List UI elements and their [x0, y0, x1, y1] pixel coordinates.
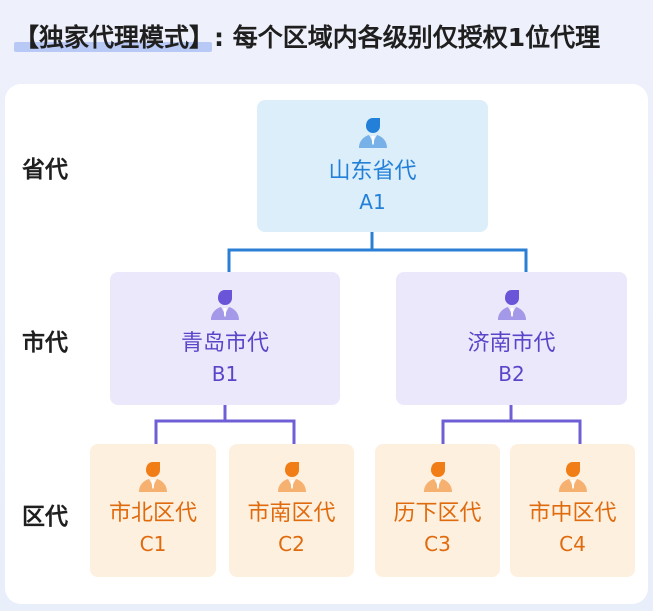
person-icon [558, 462, 587, 492]
node-c4-name: 市中区代 [528, 501, 617, 526]
level-label-province: 省代 [22, 157, 68, 183]
node-c4: 市中区代 C4 [510, 444, 635, 577]
node-c4-code: C4 [559, 532, 586, 556]
person-icon [423, 462, 452, 492]
node-a1: 山东省代 A1 [257, 100, 488, 232]
title-highlight-text: 【独家代理模式】 [14, 23, 215, 52]
node-b2-code: B2 [498, 362, 525, 386]
node-c2-code: C2 [278, 532, 305, 556]
node-c1: 市北区代 C1 [90, 444, 216, 577]
node-b2-name: 济南市代 [467, 331, 556, 356]
connector-a1-b [227, 232, 528, 272]
person-icon [211, 290, 239, 320]
node-a1-code: A1 [359, 190, 386, 214]
node-a1-name: 山东省代 [328, 159, 417, 184]
title-rest-text: : 每个区域内各级别仅授权1位代理 [214, 23, 601, 52]
person-icon [497, 290, 526, 320]
node-c2-name: 市南区代 [247, 501, 336, 526]
node-b2: 济南市代 B2 [396, 272, 627, 405]
node-c3: 历下区代 C3 [375, 444, 500, 577]
node-c1-code: C1 [139, 532, 167, 556]
person-icon [277, 462, 306, 492]
node-b1-code: B1 [211, 362, 239, 386]
level-label-district: 区代 [22, 504, 68, 530]
connector-b2-c [441, 405, 582, 444]
node-c1-name: 市北区代 [108, 501, 197, 526]
node-b1: 青岛市代 B1 [110, 272, 340, 405]
person-icon [358, 118, 387, 148]
page-title: 【独家代理模式】: 每个区域内各级别仅授权1位代理 [14, 18, 600, 54]
node-c3-code: C3 [424, 532, 451, 556]
person-icon [139, 462, 167, 492]
node-c3-name: 历下区代 [393, 501, 482, 526]
node-c2: 市南区代 C2 [229, 444, 354, 577]
node-b1-name: 青岛市代 [180, 331, 269, 356]
level-label-city: 市代 [22, 330, 68, 356]
title-highlight [14, 42, 212, 52]
connector-b1-c [154, 405, 296, 444]
